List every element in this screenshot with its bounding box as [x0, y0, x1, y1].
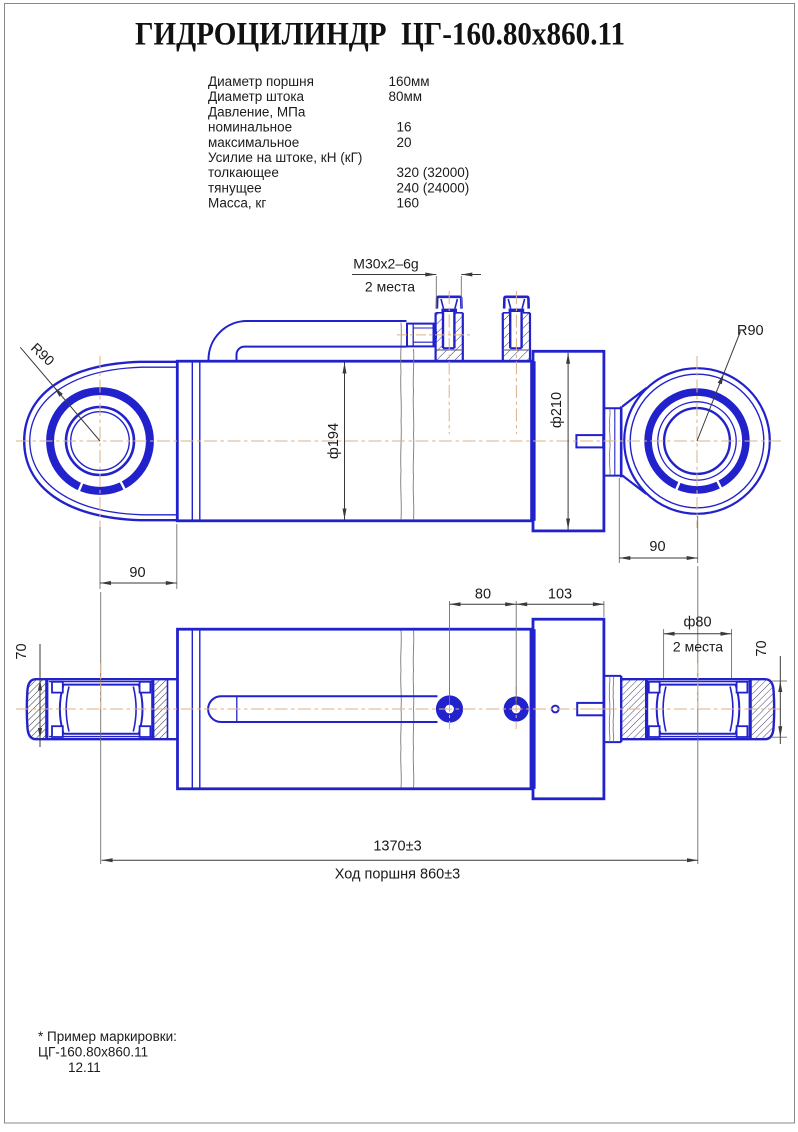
svg-text:70: 70 — [754, 640, 770, 656]
svg-text:103: 103 — [548, 587, 572, 603]
svg-text:ф194: ф194 — [326, 423, 342, 459]
svg-text:тянущее: тянущее — [208, 180, 262, 195]
svg-text:R90: R90 — [737, 323, 764, 339]
svg-text:160: 160 — [397, 196, 420, 211]
svg-text:70: 70 — [14, 643, 30, 659]
svg-text:максимальное: максимальное — [208, 135, 299, 150]
svg-text:Усилие на штоке, кН (кГ): Усилие на штоке, кН (кГ) — [208, 150, 362, 165]
svg-text:90: 90 — [649, 539, 665, 555]
svg-text:Ход поршня 860±3: Ход поршня 860±3 — [335, 867, 460, 883]
svg-text:80: 80 — [475, 587, 491, 603]
svg-text:12.11: 12.11 — [68, 1060, 101, 1075]
svg-text:ф80: ф80 — [683, 615, 711, 631]
svg-text:80мм: 80мм — [389, 89, 423, 104]
svg-text:Давление, МПа: Давление, МПа — [208, 104, 306, 119]
svg-text:Масса, кг: Масса, кг — [208, 196, 266, 211]
svg-text:20: 20 — [397, 135, 412, 150]
svg-text:номинальное: номинальное — [208, 120, 292, 135]
svg-text:16: 16 — [397, 120, 412, 135]
svg-text:240 (24000): 240 (24000) — [397, 180, 470, 195]
svg-text:2 места: 2 места — [673, 639, 723, 655]
svg-text:1370±3: 1370±3 — [373, 839, 421, 855]
svg-text:* Пример маркировки:: * Пример маркировки: — [38, 1029, 177, 1044]
svg-text:ф210: ф210 — [549, 392, 565, 428]
svg-text:2 места: 2 места — [365, 279, 415, 295]
svg-text:90: 90 — [129, 565, 145, 581]
svg-text:320 (32000): 320 (32000) — [397, 165, 470, 180]
svg-text:ГИДРОЦИЛИНДР ЦГ-160.80х860.11: ГИДРОЦИЛИНДР ЦГ-160.80х860.11 — [135, 17, 625, 53]
svg-text:М30х2–6g: М30х2–6g — [353, 256, 418, 272]
svg-text:Диаметр штока: Диаметр штока — [208, 89, 305, 104]
svg-text:160мм: 160мм — [389, 74, 430, 89]
svg-text:ЦГ-160.80х860.11: ЦГ-160.80х860.11 — [38, 1045, 148, 1060]
svg-text:Диаметр поршня: Диаметр поршня — [208, 74, 314, 89]
svg-text:толкающее: толкающее — [208, 165, 279, 180]
